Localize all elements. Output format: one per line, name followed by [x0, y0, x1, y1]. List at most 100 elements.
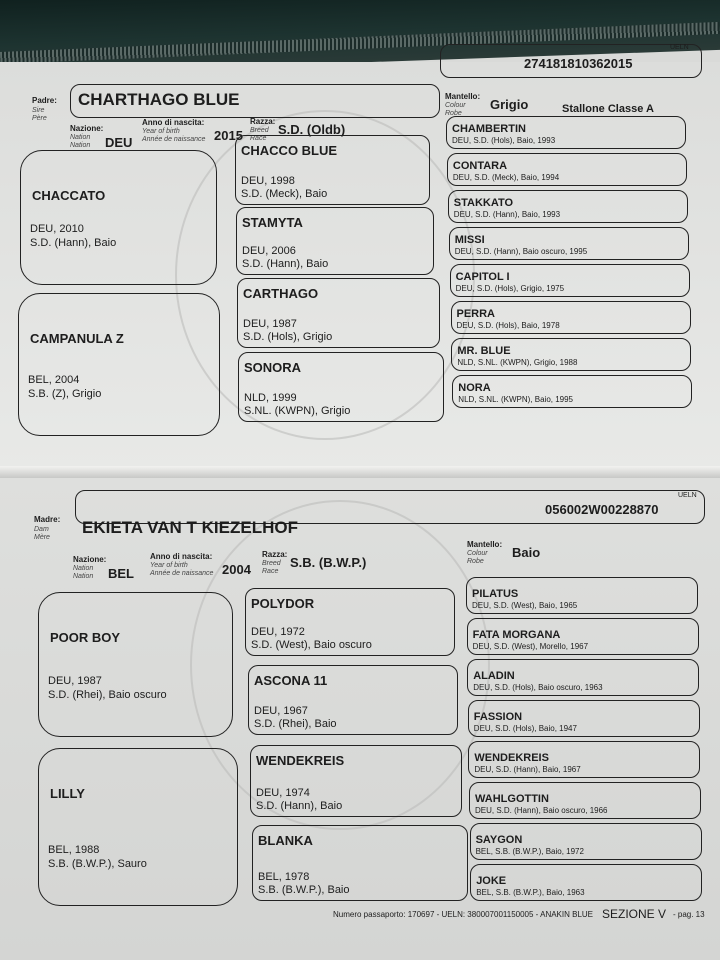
- gen2-line2: S.D. (West), Baio oscuro: [251, 639, 372, 651]
- section-label: SEZIONE V: [602, 907, 667, 921]
- gen1-name: LILLY: [50, 786, 85, 801]
- gen1-line2: S.D. (Rhei), Baio oscuro: [48, 689, 167, 701]
- gen3-box: [467, 700, 700, 737]
- colour-value: Grigio: [490, 97, 529, 112]
- gen2-line1: DEU, 1972: [251, 626, 305, 638]
- gen3-details: DEU, S.D. (Hols), Baio oscuro, 1963: [473, 683, 603, 692]
- year-label: Anno di nascita:: [150, 552, 213, 561]
- gen2-box: [235, 135, 430, 205]
- gen2-name: BLANKA: [258, 833, 313, 848]
- gen3-details: DEU, S.D. (Hols), Baio, 1993: [452, 136, 556, 145]
- gen3-name: ALADIN: [473, 670, 515, 682]
- ueln-label: UELN: [678, 492, 697, 499]
- gen2-name: CARTHAGO: [243, 286, 319, 301]
- gen1-line1: BEL, 2004: [28, 374, 80, 386]
- colour-label-fr: Robe: [445, 110, 462, 117]
- ueln-label: UELN: [670, 44, 689, 51]
- gen3-details: DEU, S.D. (West), Baio, 1965: [472, 601, 578, 610]
- gen3-box: [469, 782, 701, 819]
- gen3-details: DEU, S.D. (West), Morello, 1967: [472, 642, 589, 651]
- gen3-name: NORA: [458, 382, 491, 394]
- gen1-line2: S.B. (Z), Grigio: [28, 388, 102, 400]
- breed-value: S.D. (Oldb): [278, 122, 346, 137]
- gen2-line1: DEU, 2006: [242, 245, 296, 257]
- gen2-name: CHACCO BLUE: [241, 143, 338, 158]
- gen3-name: STAKKATO: [453, 197, 514, 209]
- dam-label-fr: Mère: [34, 534, 50, 541]
- gen3-box: [449, 264, 690, 297]
- gen3-box: [447, 190, 688, 223]
- gen1-name: POOR BOY: [50, 630, 121, 645]
- gen2-line2: S.NL. (KWPN), Grigio: [244, 405, 351, 417]
- gen3-name: MR. BLUE: [457, 345, 511, 357]
- gen2-line2: S.B. (B.W.P.), Baio: [258, 884, 350, 896]
- gen3-name: PILATUS: [472, 588, 519, 600]
- gen1-box: [38, 748, 238, 906]
- gen3-details: NLD, S.NL. (KWPN), Baio, 1995: [458, 395, 574, 404]
- gen3-box: [448, 227, 689, 260]
- gen3-name: CONTARA: [452, 160, 508, 172]
- gen1-line2: S.B. (B.W.P.), Sauro: [48, 858, 147, 870]
- gen3-box: [467, 659, 700, 696]
- ueln-number: 274181810362015: [524, 56, 633, 71]
- page-number: - pag. 13: [673, 910, 705, 919]
- gen3-name: FASSION: [473, 711, 523, 723]
- breed-label: Razza:: [250, 117, 276, 126]
- horse-name: EKIETA VAN T KIEZELHOF: [82, 518, 298, 537]
- gen3-details: DEU, S.D. (Hols), Grigio, 1975: [455, 284, 565, 293]
- gen1-name: CHACCATO: [32, 188, 106, 203]
- breed-label-fr: Race: [250, 135, 267, 142]
- colour-label-en: Colour: [445, 102, 466, 109]
- gen2-line1: DEU, 1998: [241, 175, 295, 187]
- gen2-line2: S.D. (Hann), Baio: [256, 800, 343, 812]
- nation-label-fr: Nation: [73, 573, 94, 580]
- sire-label: Padre:: [32, 96, 57, 105]
- breed-label-en: Breed: [262, 560, 281, 567]
- year-value: 2004: [222, 562, 251, 577]
- gen2-box: [245, 588, 455, 656]
- gen3-box: [468, 741, 701, 778]
- gen2-box: [248, 665, 458, 735]
- dam-label-en: Dam: [34, 526, 49, 533]
- gen3-details: NLD, S.NL. (KWPN), Grigio, 1988: [457, 358, 578, 367]
- gen3-box: [466, 577, 698, 614]
- gen3-name: WAHLGOTTIN: [475, 793, 549, 805]
- colour-label: Mantello:: [467, 540, 503, 549]
- class-label: Stallone Classe A: [562, 103, 654, 115]
- gen2-line1: DEU, 1987: [243, 318, 297, 330]
- gen2-box: [250, 745, 462, 817]
- year-label-fr: Année de naissance: [142, 136, 206, 143]
- year-label-en: Year of birth: [142, 128, 180, 135]
- ueln-number: 056002W00228870: [545, 502, 659, 517]
- gen1-line2: S.D. (Hann), Baio: [30, 237, 117, 249]
- colour-value: Baio: [512, 545, 541, 560]
- gen3-details: DEU, S.D. (Hann), Baio, 1967: [474, 765, 581, 774]
- gen1-box: [20, 150, 217, 285]
- gen2-line2: S.D. (Hols), Grigio: [243, 331, 333, 343]
- gen1-line1: DEU, 1987: [48, 675, 102, 687]
- watermark-emblem: [175, 110, 475, 440]
- gen3-box: [446, 153, 687, 186]
- breed-label-en: Breed: [250, 127, 269, 134]
- gen2-line1: DEU, 1967: [254, 705, 308, 717]
- gen2-line2: S.D. (Rhei), Baio: [254, 718, 337, 730]
- gen3-name: WENDEKREIS: [474, 752, 549, 764]
- gen3-box: [452, 375, 693, 408]
- gen3-details: DEU, S.D. (Hann), Baio, 1993: [453, 210, 561, 219]
- gen2-line1: DEU, 1974: [256, 787, 310, 799]
- gen2-line2: S.D. (Hann), Baio: [242, 258, 329, 270]
- ueln-box: [440, 44, 702, 78]
- gen1-box: [18, 293, 220, 436]
- gen3-name: JOKE: [476, 875, 507, 887]
- year-label-en: Year of birth: [150, 562, 188, 569]
- gen3-box: [446, 116, 686, 149]
- gen3-name: MISSI: [454, 234, 485, 246]
- gen3-details: DEU, S.D. (Hols), Baio, 1947: [473, 724, 577, 733]
- gen2-name: ASCONA 11: [254, 673, 328, 688]
- nation-label-en: Nation: [73, 565, 94, 572]
- gen3-details: BEL, S.B. (B.W.P.), Baio, 1963: [476, 888, 585, 897]
- gen2-box: [236, 207, 434, 275]
- nation-value: DEU: [105, 135, 133, 150]
- gen3-name: CHAMBERTIN: [452, 123, 526, 135]
- sire-label-en: Sire: [32, 107, 45, 114]
